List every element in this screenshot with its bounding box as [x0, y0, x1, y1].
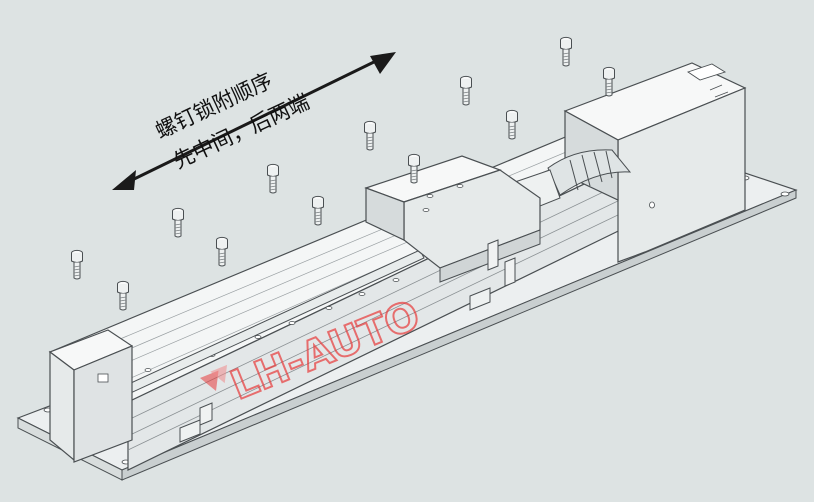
watermark-logo: [200, 364, 228, 391]
direction-arrow: [112, 52, 396, 190]
